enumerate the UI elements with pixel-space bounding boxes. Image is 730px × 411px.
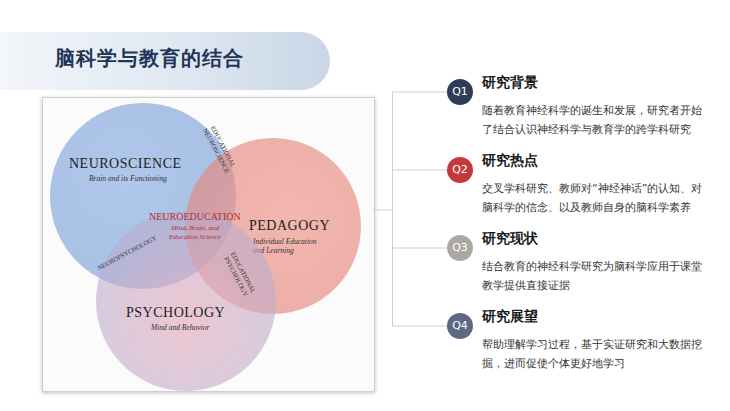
circle-subtitle: Individual Education and Learning [253,237,325,255]
section-heading: 研究背景 [482,73,538,91]
leader-line [392,326,447,327]
section-heading: 研究展望 [482,307,538,325]
question-badge: Q4研究展望帮助理解学习过程，基于实证研究和大数据挖掘，进而促使个体更好地学习 [447,313,473,339]
leader-line [392,170,447,171]
section-heading: 研究现状 [482,229,538,247]
leader-line [392,248,447,249]
circle-title: NEUROSCIENCE [69,156,182,172]
callout-number: Q1 [447,79,473,105]
overlap-label: Mind, Brain, and Education Science [159,224,231,241]
circle-title: PEDAGOGY [249,218,330,234]
circle-title: PSYCHOLOGY [126,305,225,321]
circle-subtitle: Mind and Behavior [151,323,251,332]
callout-number: Q3 [447,235,473,261]
image-frame: NEUROSCIENCE Brain and its FunctioningPED… [42,97,375,392]
leader-line [373,210,392,211]
callout-number: Q2 [447,157,473,183]
circle-subtitle: Brain and its Functioning [89,174,199,183]
callout-number: Q4 [447,313,473,339]
section-heading: 研究热点 [482,151,538,169]
overlap-label: NEUROEDUCATION [149,211,239,222]
section-body: 交叉学科研究、教师对“神经神话”的认知、对脑科学的信念、以及教师自身的脑科学素养 [482,179,710,217]
leader-line [392,92,447,93]
leader-line [392,92,393,326]
slide-title: 脑科学与教育的结合 [55,45,244,72]
section-body: 随着教育神经科学的诞生和发展，研究者开始了结合认识神经科学与教育学的跨学科研究 [482,101,710,139]
question-badge: Q3研究现状结合教育的神经科学研究为脑科学应用于课堂教学提供直接证据 [447,235,473,261]
question-badge: Q2研究热点交叉学科研究、教师对“神经神话”的认知、对脑科学的信念、以及教师自身… [447,157,473,183]
section-body: 结合教育的神经科学研究为脑科学应用于课堂教学提供直接证据 [482,257,710,295]
section-body: 帮助理解学习过程，基于实证研究和大数据挖掘，进而促使个体更好地学习 [482,335,710,373]
question-badge: Q1研究背景随着教育神经科学的诞生和发展，研究者开始了结合认识神经科学与教育学的… [447,79,473,105]
